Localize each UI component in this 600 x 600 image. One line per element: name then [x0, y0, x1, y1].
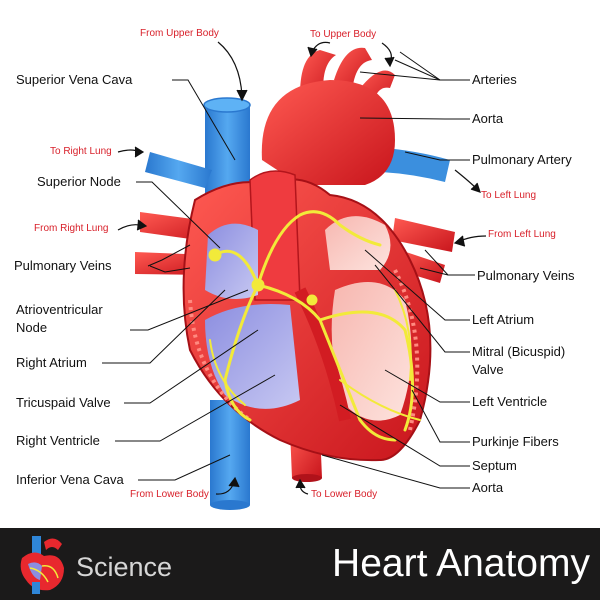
to-upper-body-label: To Upper Body — [310, 29, 377, 40]
right-ventricle-chamber — [205, 304, 300, 409]
septum — [294, 287, 351, 422]
from-left-lung-label: From Left Lung — [488, 229, 556, 240]
heart-diagram — [102, 41, 487, 510]
pulmonary-veins-left-label: Pulmonary Veins — [14, 258, 112, 273]
right-pulmonary-artery — [145, 152, 212, 188]
from-lower-body-label: From Lower Body — [130, 489, 209, 500]
from-right-lung-label: From Right Lung — [34, 223, 109, 234]
mitral-valve-label-line1: Mitral (Bicuspid) — [472, 344, 566, 359]
left-pulmonary-veins — [392, 218, 455, 252]
conduction-system — [208, 210, 421, 442]
from-upper-body-label: From Upper Body — [140, 28, 219, 39]
mitral-valve-label-line2: Valve — [472, 362, 504, 377]
footer-category: Science — [76, 552, 173, 582]
arteries-label: Arteries — [472, 72, 517, 87]
aorta-label: Aorta — [472, 111, 504, 126]
tricuspid-valve-label: Tricuspaid Valve — [16, 395, 111, 410]
right-ventricle-label: Right Ventricle — [16, 433, 100, 448]
right-atrium-label: Right Atrium — [16, 355, 87, 370]
purkinje-fibers-label: Purkinje Fibers — [472, 434, 559, 449]
inferior-vena-cava — [210, 400, 250, 505]
superior-node-label: Superior Node — [37, 174, 121, 189]
right-atrium-chamber — [205, 223, 258, 299]
aorta-bottom-label: Aorta — [472, 480, 504, 495]
left-ventricle-chamber — [331, 282, 412, 421]
leader-lines — [102, 51, 475, 489]
footer-title: Heart Anatomy — [332, 542, 590, 585]
heart-logo-icon — [20, 536, 65, 594]
to-right-lung-label: To Right Lung — [50, 146, 112, 157]
left-atrium-label: Left Atrium — [472, 312, 535, 327]
inferior-vena-cava-label: Inferior Vena Cava — [16, 472, 124, 487]
pulmonary-artery-label: Pulmonary Artery — [472, 152, 572, 167]
av-node-label-line2: Node — [16, 320, 48, 335]
to-left-lung-label: To Left Lung — [481, 190, 537, 201]
flow-arrows — [117, 41, 487, 495]
to-lower-body-label: To Lower Body — [311, 489, 378, 500]
septum-label: Septum — [472, 458, 517, 473]
left-atrium-chamber — [325, 216, 391, 270]
footer-bar: Science Heart Anatomy — [0, 528, 600, 600]
left-ventricle-label: Left Ventricle — [472, 394, 548, 409]
aorta — [261, 47, 395, 185]
pulmonary-veins-right-label: Pulmonary Veins — [477, 268, 575, 283]
superior-vena-cava-label: Superior Vena Cava — [16, 72, 133, 87]
heart-body — [182, 170, 432, 462]
av-node-label-line1: Atrioventricular — [16, 302, 103, 317]
